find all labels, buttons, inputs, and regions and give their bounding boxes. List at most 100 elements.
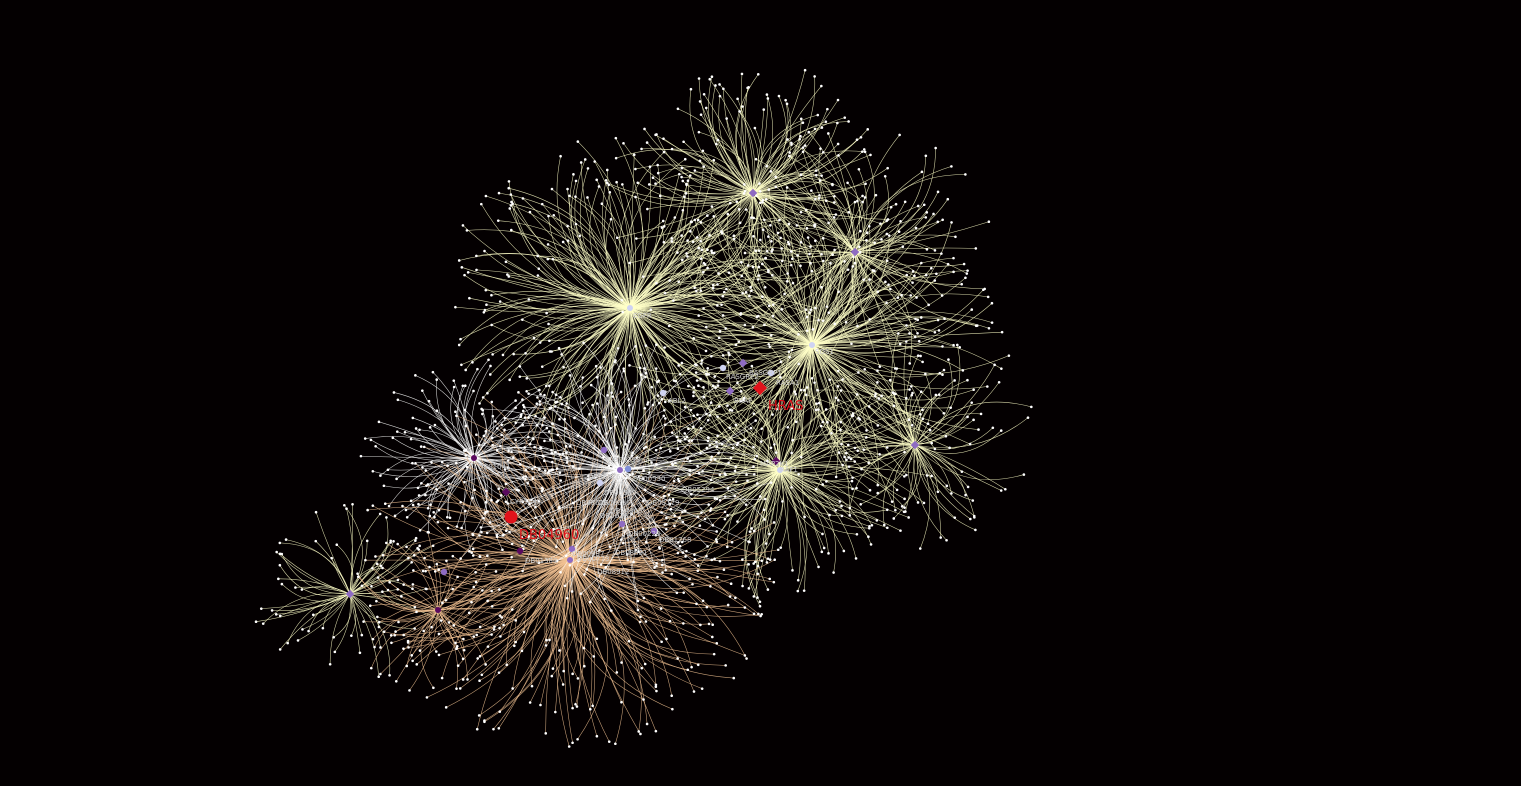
leaf-node	[455, 647, 458, 650]
leaf-node	[644, 375, 647, 379]
edge	[569, 559, 711, 587]
leaf-node	[684, 192, 688, 195]
leaf-node	[710, 455, 714, 458]
leaf-node	[848, 506, 852, 510]
leaf-node	[813, 75, 816, 78]
edge	[678, 365, 781, 471]
leaf-node	[819, 424, 823, 428]
edge	[914, 359, 953, 446]
leaf-node	[654, 448, 658, 452]
leaf-node	[908, 388, 911, 391]
leaf-node	[678, 516, 681, 520]
edge	[361, 585, 439, 611]
leaf-node	[663, 523, 667, 526]
leaf-node	[801, 150, 805, 154]
leaf-node	[681, 520, 685, 524]
edge	[802, 147, 856, 253]
leaf-node	[527, 298, 531, 301]
leaf-node	[850, 342, 853, 346]
leaf-node	[809, 308, 813, 311]
edge	[433, 512, 571, 561]
leaf-node	[587, 478, 590, 481]
leaf-node	[579, 592, 583, 595]
leaf-node	[885, 232, 889, 236]
edge	[766, 469, 781, 535]
edge	[752, 181, 833, 194]
leaf-node	[851, 265, 855, 268]
leaf-node	[673, 216, 677, 219]
leaf-node	[880, 238, 883, 241]
edge	[854, 191, 939, 253]
leaf-node	[514, 438, 517, 442]
edge	[555, 307, 631, 395]
leaf-node	[307, 629, 310, 633]
edge	[779, 469, 872, 545]
leaf-node	[419, 445, 423, 448]
leaf-node	[484, 510, 487, 514]
leaf-node	[833, 194, 836, 198]
leaf-node	[381, 590, 384, 593]
leaf-node	[855, 486, 858, 490]
leaf-node	[621, 541, 625, 545]
edge	[563, 559, 573, 743]
leaf-node	[270, 609, 274, 612]
leaf-node	[626, 558, 630, 562]
leaf-node	[544, 469, 547, 472]
leaf-node	[755, 454, 759, 458]
leaf-node	[867, 405, 871, 408]
leaf-node	[852, 255, 855, 259]
leaf-node	[708, 414, 712, 417]
leaf-node	[760, 440, 763, 443]
leaf-node	[314, 539, 318, 543]
leaf-node	[693, 557, 697, 561]
edge	[913, 394, 940, 446]
leaf-node	[695, 602, 698, 606]
leaf-node	[532, 539, 535, 543]
leaf-node	[738, 110, 741, 113]
leaf-node	[482, 434, 486, 438]
leaf-node	[918, 547, 922, 550]
leaf-node	[387, 504, 391, 508]
leaf-node	[278, 541, 282, 545]
leaf-node	[478, 554, 482, 558]
leaf-node	[480, 530, 483, 534]
leaf-node	[421, 389, 424, 392]
leaf-node	[680, 166, 684, 170]
leaf-node	[591, 526, 595, 530]
leaf-node	[568, 445, 572, 448]
leaf-node	[572, 465, 575, 468]
leaf-node	[804, 208, 808, 212]
leaf-node	[579, 161, 583, 164]
leaf-node	[855, 138, 859, 141]
edge	[779, 469, 836, 573]
edge	[582, 307, 632, 403]
leaf-node	[960, 470, 964, 473]
edge	[669, 325, 813, 349]
edge	[914, 444, 971, 520]
leaf-node	[435, 562, 439, 566]
leaf-node	[417, 494, 421, 497]
edge	[538, 268, 631, 309]
leaf-node	[1000, 367, 1003, 370]
leaf-node	[894, 508, 897, 512]
edge	[629, 307, 772, 346]
leaf-node	[734, 480, 738, 483]
edge	[580, 162, 631, 309]
leaf-node	[605, 181, 609, 185]
leaf-node	[660, 398, 663, 401]
leaf-node	[402, 633, 405, 637]
edge	[629, 282, 794, 323]
leaf-node	[664, 568, 667, 572]
leaf-node	[758, 600, 762, 604]
leaf-node	[755, 482, 759, 485]
label-db05294: DB05294	[682, 486, 715, 494]
edge	[566, 469, 621, 599]
leaf-node	[939, 536, 942, 539]
edge	[705, 107, 754, 194]
label-rasa1: RASA1	[776, 379, 799, 387]
edge	[349, 517, 389, 595]
edge	[834, 251, 858, 325]
edge	[744, 87, 754, 194]
edge	[808, 131, 856, 253]
label-raf1: RAF1	[780, 466, 798, 474]
